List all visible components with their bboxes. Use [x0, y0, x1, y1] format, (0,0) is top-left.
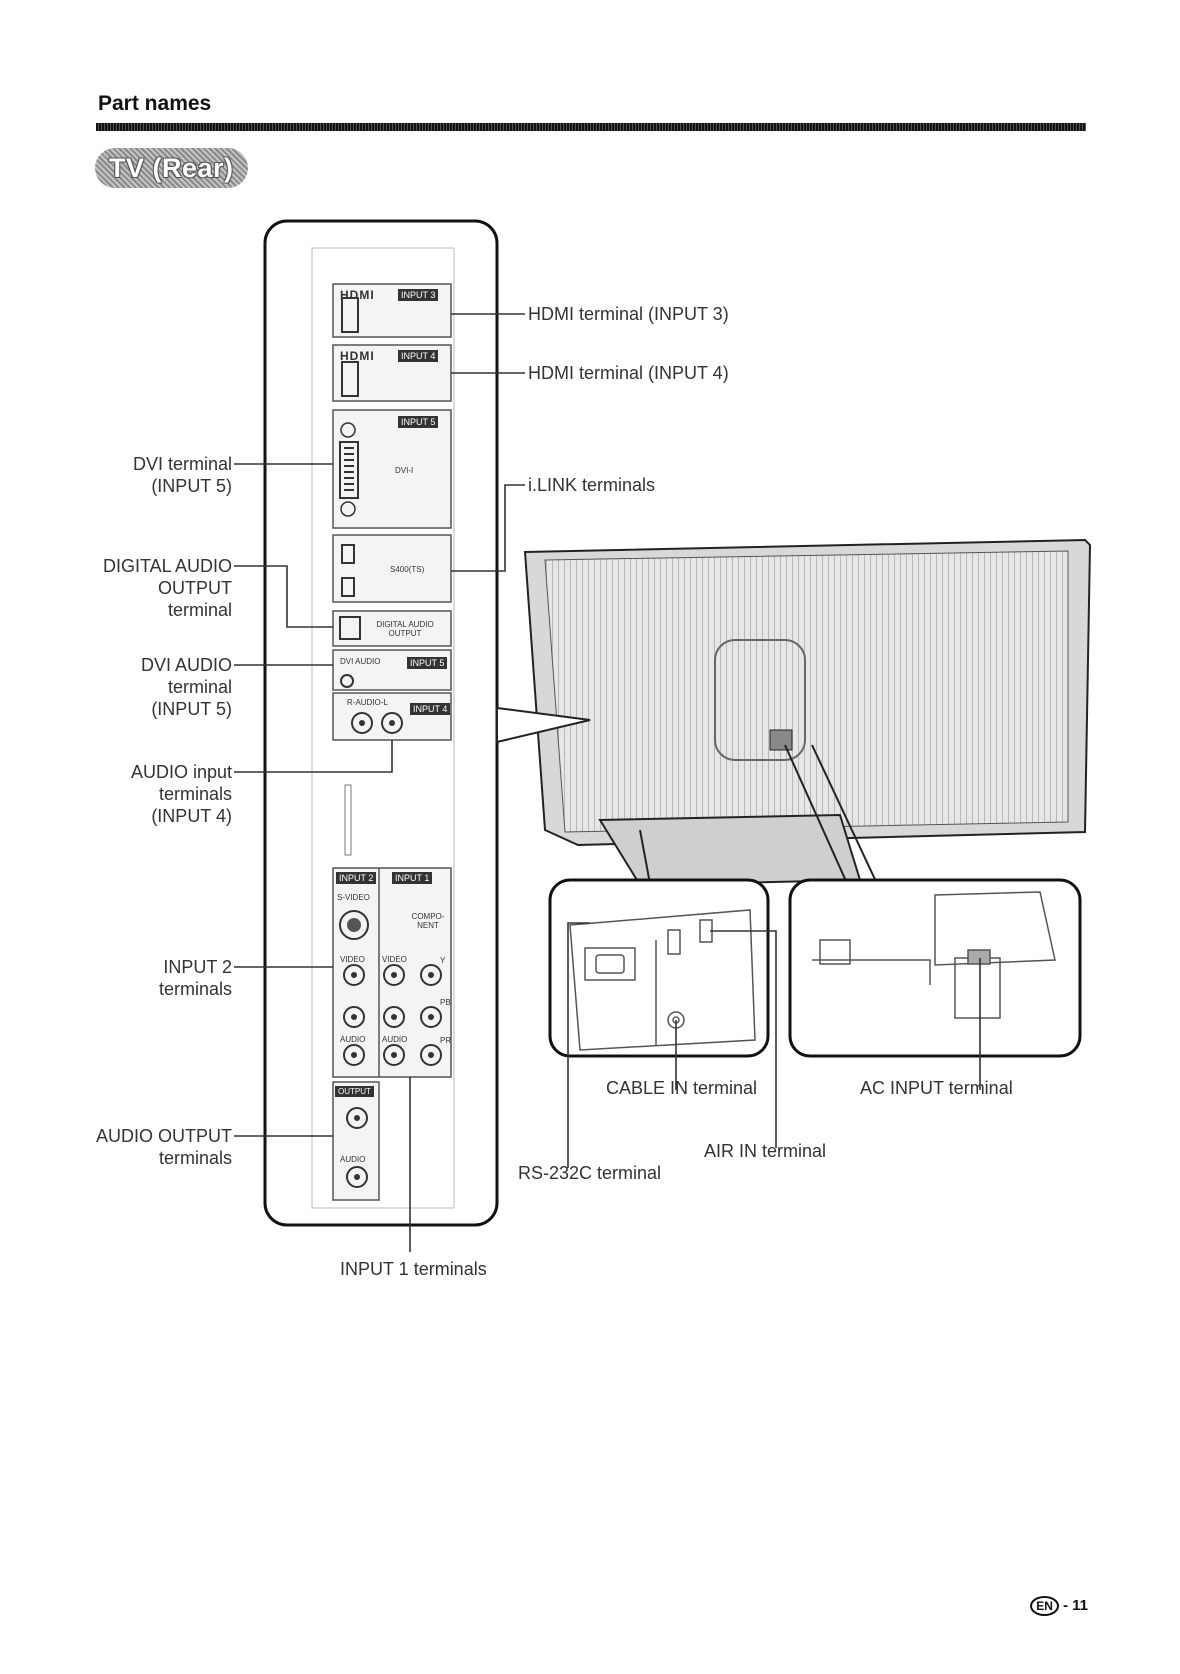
output-tag: OUTPUT	[335, 1086, 374, 1097]
dvi-audio-module	[332, 649, 452, 691]
tv-rear-badge: TV (Rear)	[95, 148, 248, 188]
dvi-audio-text: DVI AUDIO	[340, 657, 381, 666]
leader-digital-audio	[234, 565, 333, 628]
input4-tag: INPUT 4	[398, 350, 439, 362]
label-audio-output-line2: terminals	[158, 1148, 232, 1168]
dvi-module	[332, 409, 452, 529]
label-audio-input-line1: AUDIO input	[130, 762, 232, 782]
page-number-text: - 11	[1062, 1597, 1088, 1614]
label-input2-line2: terminals	[158, 979, 232, 999]
dvi-text: DVI-I	[395, 466, 414, 475]
label-dvi-audio-line3: (INPUT 5)	[151, 699, 232, 719]
output-audio-text: AUDIO	[340, 1155, 366, 1164]
video-text-2: VIDEO	[382, 955, 407, 964]
cable-callout	[548, 878, 770, 1058]
ilink-port-1	[341, 544, 355, 564]
audio-text-2: AUDIO	[382, 1035, 408, 1044]
language-badge: EN	[1030, 1596, 1059, 1616]
label-hdmi4: HDMI terminal (INPUT 4)	[528, 363, 729, 383]
video-text-1: VIDEO	[340, 955, 365, 964]
input5-tag: INPUT 5	[398, 416, 439, 428]
hdmi3-logo: HDMI	[340, 288, 375, 302]
label-input2-line1: INPUT 2	[163, 957, 232, 977]
dvi-port	[339, 441, 359, 499]
ac-callout	[788, 878, 1082, 1058]
page-number: EN- 11	[1030, 1596, 1088, 1616]
pr-text: PR	[440, 1036, 452, 1045]
pb-text: PB	[440, 998, 451, 1007]
label-audio-input-line2: terminals	[158, 784, 232, 804]
leader-air-in	[710, 930, 777, 1148]
label-rs232c: RS-232C terminal	[518, 1163, 662, 1183]
leader-ilink	[451, 484, 525, 572]
leader-audio-input	[234, 740, 393, 773]
label-air-in: AIR IN terminal	[704, 1141, 827, 1161]
label-digital-audio-line2: OUTPUT	[158, 578, 232, 598]
dvi-audio-input5-tag: INPUT 5	[407, 657, 448, 669]
leader-rs232c	[567, 922, 590, 1168]
label-dvi-audio-line2: terminal	[167, 677, 232, 697]
label-ac-input: AC INPUT terminal	[860, 1078, 1013, 1098]
label-audio-output-line1: AUDIO OUTPUT	[95, 1126, 232, 1146]
label-digital-audio-line3: terminal	[167, 600, 232, 620]
component-text: COMPO-NENT	[411, 912, 445, 930]
label-cable-in: CABLE IN terminal	[606, 1078, 758, 1098]
label-dvi-line2: (INPUT 5)	[151, 476, 232, 496]
ilink-text: S400(TS)	[390, 565, 425, 574]
header-rule	[96, 123, 1086, 131]
audio-text-1: AUDIO	[340, 1035, 366, 1044]
input3-tag: INPUT 3	[398, 289, 439, 301]
optical-port	[339, 616, 361, 640]
label-dvi-line1: DVI terminal	[132, 454, 232, 474]
label-input1: INPUT 1 terminals	[340, 1259, 487, 1279]
label-hdmi3: HDMI terminal (INPUT 3)	[528, 304, 729, 324]
section-title: Part names	[98, 92, 212, 115]
hdmi4-logo: HDMI	[340, 349, 375, 363]
audio-lr-text: R-AUDIO-L	[347, 698, 388, 707]
svideo-port	[339, 910, 369, 940]
label-digital-audio-line1: DIGITAL AUDIO	[102, 556, 232, 576]
hdmi3-port	[341, 297, 359, 333]
label-audio-input-line3: (INPUT 4)	[151, 806, 232, 826]
audio-input4-tag: INPUT 4	[410, 703, 451, 715]
ilink-module	[332, 534, 452, 603]
svideo-text: S-VIDEO	[337, 893, 370, 902]
input2-tag: INPUT 2	[336, 872, 377, 884]
input1-tag: INPUT 1	[392, 872, 433, 884]
ilink-port-2	[341, 577, 355, 597]
tv-body	[523, 538, 1092, 887]
label-dvi-audio-line1: DVI AUDIO	[140, 655, 232, 675]
label-ilink: i.LINK terminals	[528, 475, 656, 495]
audio-output-module	[332, 1081, 380, 1201]
y-text: Y	[440, 956, 446, 965]
digital-audio-text: DIGITAL AUDIO OUTPUT	[376, 620, 434, 638]
hdmi4-port	[341, 361, 359, 397]
